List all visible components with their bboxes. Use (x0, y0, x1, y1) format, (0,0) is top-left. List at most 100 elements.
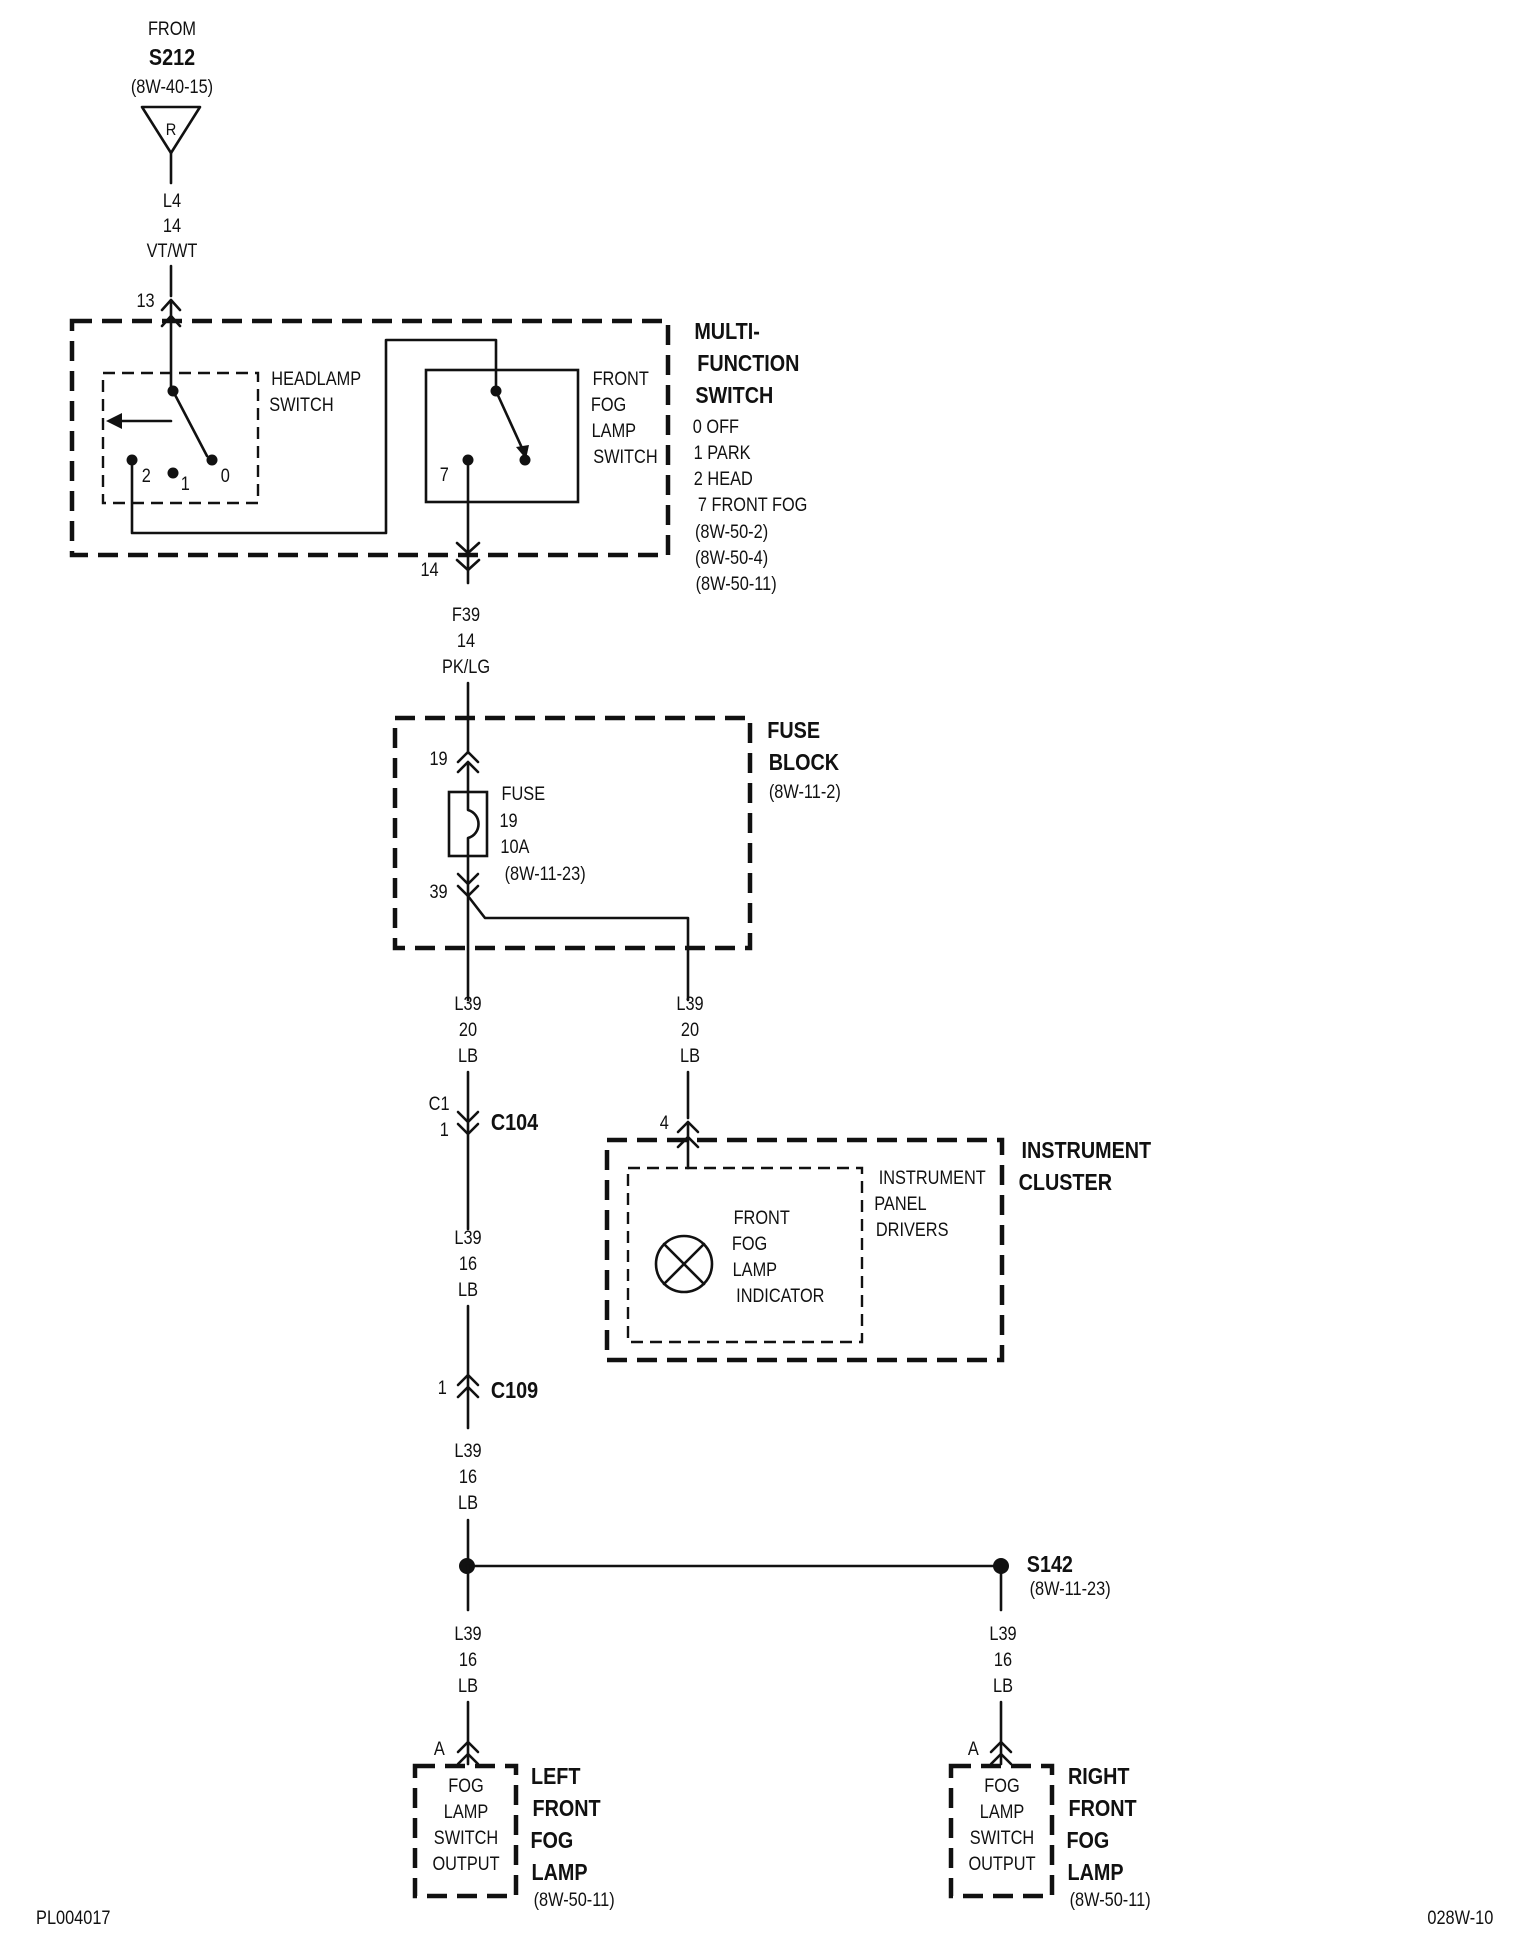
drivers-label-2: PANEL (874, 1193, 926, 1214)
fog-switch-label-4: SWITCH (593, 446, 657, 467)
right-lamp-ref: (8W-50-11) (1070, 1889, 1151, 1910)
footer-left-code: PL004017 (36, 1907, 110, 1928)
pin-14-arrow (455, 541, 481, 555)
fuse-block: 19 FUSE 19 10A (8W-11-23) 39 FUSE BLOCK … (392, 715, 841, 1002)
wire-l39-right-label: L39 16 LB (989, 1623, 1016, 1696)
left-lamp-title-1: LEFT (531, 1764, 580, 1790)
c109-connector (456, 1373, 480, 1387)
left-lamp-box (412, 1763, 519, 1899)
fuse-pin-19-connector (456, 750, 480, 764)
switch-position-0: 0 OFF (693, 416, 739, 437)
instrument-cluster-title-2: CLUSTER (1019, 1170, 1113, 1196)
c104-label: C104 (491, 1110, 538, 1136)
fuse-pin-39-label: 39 (429, 881, 447, 902)
wire-l39-main-20-circuit: L39 (454, 993, 481, 1014)
instrument-cluster-box (604, 1137, 1005, 1363)
right-lamp-title-1: RIGHT (1068, 1764, 1130, 1790)
right-lamp-pin-connector (989, 1740, 1013, 1754)
wire-l39-right-color: LB (993, 1675, 1013, 1696)
headlamp-contact-0-label: 0 (221, 465, 230, 486)
right-lamp-output-4: OUTPUT (968, 1853, 1035, 1874)
fuse-label: FUSE (502, 783, 546, 804)
wire-l39-lower-color: LB (458, 1492, 478, 1513)
cluster-pin-4-label: 4 (660, 1112, 669, 1133)
splice-s212-ref: (8W-40-15) (131, 76, 213, 97)
wire-f39-label: F39 14 PK/LG (442, 604, 490, 677)
wire-headlamp-to-fog-switch (130, 338, 498, 535)
wire-l39-cluster-gauge: 20 (681, 1019, 699, 1040)
fuse-block-ref: (8W-11-2) (769, 781, 841, 802)
fog-switch-label-1: FRONT (593, 368, 649, 389)
left-lamp-pin-label: A (434, 1738, 445, 1759)
splice-symbol-letter: R (166, 121, 177, 139)
fuse-block-title-1: FUSE (767, 718, 820, 744)
fog-indicator-lamp-icon (654, 1234, 714, 1294)
fog-switch-contact-7-label: 7 (440, 464, 449, 485)
headlamp-contact-1-label: 1 (181, 473, 190, 494)
splice-s142-label: S142 (1027, 1552, 1073, 1578)
indicator-label-1: FRONT (734, 1207, 790, 1228)
headlamp-blade (171, 389, 209, 458)
splice-s212-label: S212 (149, 45, 195, 71)
left-front-fog-lamp: A FOG LAMP SWITCH OUTPUT LEFT FRONT FOG … (412, 1738, 615, 1910)
left-lamp-pin-connector (456, 1740, 480, 1754)
c104-arrow (456, 1110, 480, 1124)
left-lamp-output-3: SWITCH (434, 1827, 498, 1848)
left-lamp-ref: (8W-50-11) (534, 1889, 615, 1910)
c104-connector (456, 1122, 480, 1136)
wire-l39-right-gauge: 16 (994, 1649, 1012, 1670)
left-lamp-output-1: FOG (448, 1775, 483, 1796)
wire-l39-mid-color: LB (458, 1279, 478, 1300)
right-lamp-output-3: SWITCH (970, 1827, 1034, 1848)
wire-l39-cluster-circuit: L39 (676, 993, 703, 1014)
fog-switch-label-2: FOG (591, 394, 626, 415)
wire-l39-lower-label: L39 16 LB (454, 1440, 481, 1513)
left-lamp-output-2: LAMP (444, 1801, 488, 1822)
right-front-fog-lamp: A FOG LAMP SWITCH OUTPUT RIGHT FRONT FOG… (948, 1738, 1151, 1910)
from-label: FROM (148, 18, 196, 39)
left-lamp-pin-arrow (456, 1752, 480, 1766)
fuse-19-element (466, 790, 480, 858)
wire-l39-main-20-color: LB (458, 1045, 478, 1066)
fuse-rating: 10A (500, 836, 529, 857)
switch-position-1: 1 PARK (694, 442, 751, 463)
splice-s142-ref: (8W-11-23) (1030, 1578, 1111, 1599)
wire-l39-main-20-label: L39 20 LB (454, 993, 481, 1066)
right-lamp-box (948, 1763, 1055, 1899)
source-s212: FROM S212 (8W-40-15) R (131, 18, 213, 155)
headlamp-switch-box (101, 371, 260, 505)
fuse-block-box (392, 715, 753, 951)
drivers-label-1: INSTRUMENT (879, 1167, 986, 1188)
pin-13-label: 13 (136, 290, 154, 311)
connector-c104: C1 1 C104 (429, 1093, 538, 1140)
right-lamp-title-3: FOG (1066, 1828, 1109, 1854)
fog-switch-label-3: LAMP (592, 420, 636, 441)
switch-position-2: 2 HEAD (694, 468, 753, 489)
splice-s142: S142 (8W-11-23) (459, 1552, 1111, 1599)
headlamp-switch-label-1: HEADLAMP (271, 368, 361, 389)
indicator-label-3: LAMP (733, 1259, 777, 1280)
headlamp-actuator-arrow (106, 413, 122, 429)
instrument-cluster: 4 FRONT FOG LAMP INDICATOR INSTRUMENT PA… (604, 1112, 1151, 1363)
c109-label: C109 (491, 1378, 538, 1404)
fog-switch-box (424, 368, 580, 504)
headlamp-switch-label-2: SWITCH (269, 394, 333, 415)
left-lamp-output-4: OUTPUT (432, 1853, 499, 1874)
wire-l39-mid-label: L39 16 LB (454, 1227, 481, 1300)
wire-l39-left-circuit: L39 (454, 1623, 481, 1644)
splice-triangle-symbol (140, 105, 202, 155)
multifunction-switch-box (69, 318, 671, 558)
wire-f39-gauge: 14 (457, 630, 475, 651)
wire-l39-lower-circuit: L39 (454, 1440, 481, 1461)
wire-l39-left-gauge: 16 (459, 1649, 477, 1670)
wire-f39-circuit: F39 (452, 604, 480, 625)
switch-ref-2: (8W-50-4) (695, 547, 768, 568)
wire-l39-cluster-color: LB (680, 1045, 700, 1066)
pin-14-label: 14 (420, 559, 438, 580)
multifunction-switch-title-1: MULTI- (694, 319, 760, 345)
switch-ref-3: (8W-50-11) (696, 573, 777, 594)
wire-l39-lower-gauge: 16 (459, 1466, 477, 1487)
fog-switch-blade (494, 389, 524, 450)
fuse-number: 19 (499, 810, 517, 831)
